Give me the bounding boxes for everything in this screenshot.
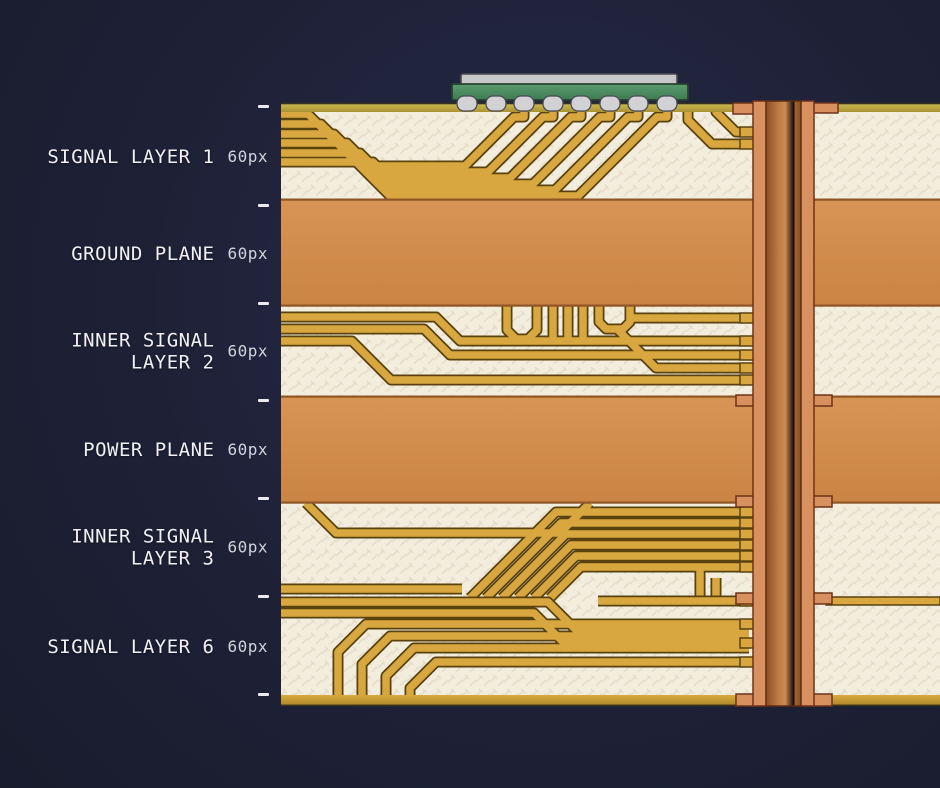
- layer-name: SIGNAL LAYER 1: [47, 145, 215, 168]
- ground-plane-copper: [814, 200, 940, 306]
- solder-bumps: [456, 95, 678, 112]
- layer-label-signal-1: SIGNAL LAYER 1 60px: [38, 146, 268, 168]
- tick-mark: [258, 693, 269, 696]
- bottom-copper-layer: [814, 695, 940, 706]
- tick-mark: [258, 595, 269, 598]
- top-copper-layer: [814, 104, 940, 112]
- layer-thickness: 60px: [227, 440, 268, 459]
- layer-name: GROUND PLANE: [71, 242, 215, 265]
- board-left-section: [281, 103, 755, 707]
- layer-thickness: 60px: [227, 244, 268, 263]
- tick-mark: [258, 105, 269, 108]
- layer-label-signal-6: SIGNAL LAYER 6 60px: [38, 636, 268, 658]
- through-hole-via: [732, 100, 839, 707]
- ground-plane-copper: [281, 200, 755, 306]
- layer-name: INNER SIGNAL LAYER 2: [71, 329, 215, 374]
- layer-label-inner-signal-3: INNER SIGNAL LAYER 3 60px: [38, 526, 268, 571]
- via-plating-right-wall: [799, 100, 815, 707]
- power-plane-copper: [814, 397, 940, 503]
- layer-name: INNER SIGNAL LAYER 3: [71, 525, 215, 570]
- via-plating-left-wall: [752, 100, 768, 707]
- trace-signal-layer-6-right: [825, 596, 940, 606]
- tick-mark: [258, 399, 269, 402]
- layer-thickness: 60px: [227, 147, 268, 166]
- via-pad-tabs: [732, 102, 839, 707]
- power-plane-copper: [281, 397, 755, 503]
- chip-body: [451, 83, 689, 101]
- layer-label-ground-plane: GROUND PLANE 60px: [38, 243, 268, 265]
- bottom-copper-layer: [281, 695, 755, 706]
- tick-mark: [258, 497, 269, 500]
- tick-mark: [258, 204, 269, 207]
- chip-package: [451, 73, 689, 112]
- tick-mark: [258, 302, 269, 305]
- layer-name: SIGNAL LAYER 6: [47, 635, 215, 658]
- layer-name: POWER PLANE: [83, 438, 215, 461]
- layer-thickness: 60px: [227, 342, 268, 361]
- via-copper-barrel: [765, 100, 802, 707]
- board-right-section: [814, 102, 940, 707]
- layer-label-power-plane: POWER PLANE 60px: [38, 439, 268, 461]
- layer-label-inner-signal-2: INNER SIGNAL LAYER 2 60px: [38, 330, 268, 375]
- layer-thickness: 60px: [227, 538, 268, 557]
- layer-thickness: 60px: [227, 637, 268, 656]
